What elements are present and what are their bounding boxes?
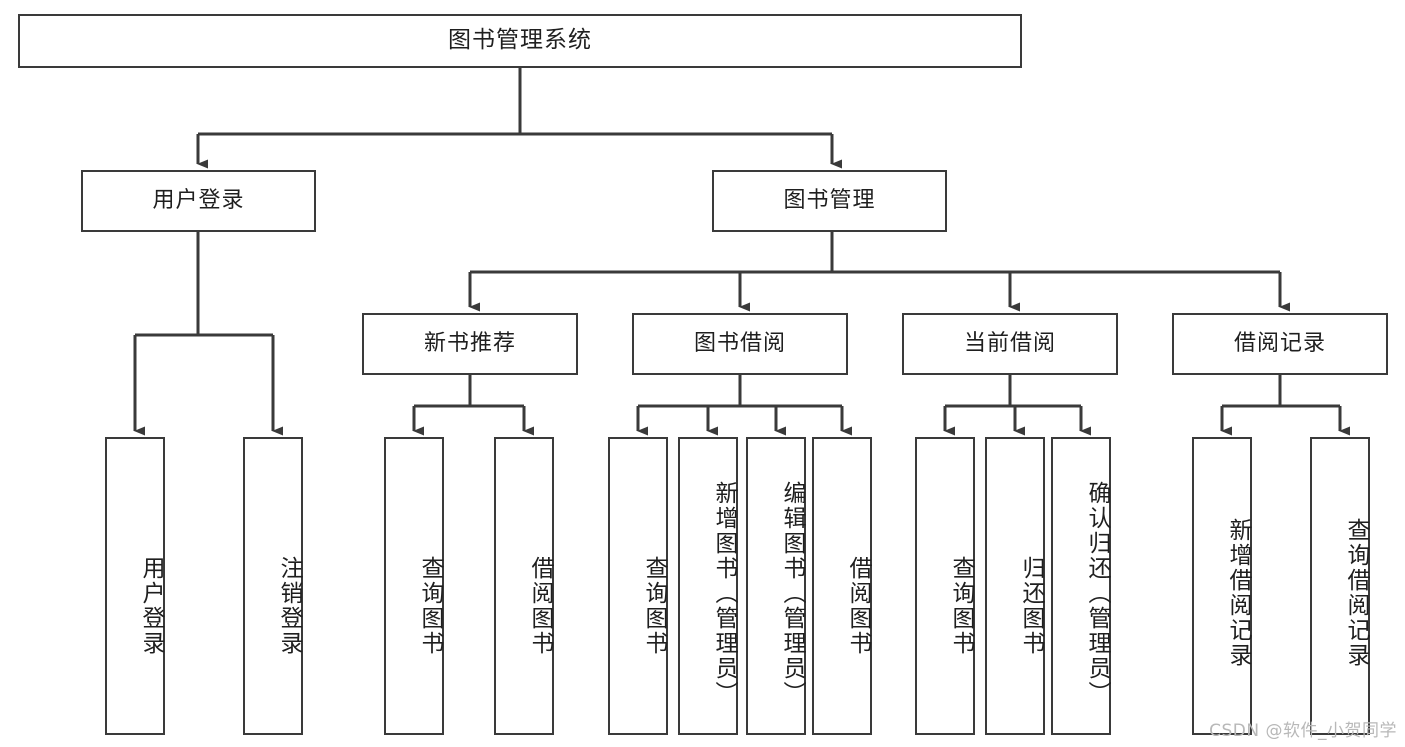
node-label: 查询图书 (417, 556, 443, 656)
leaf-borrow-book-recommend[interactable]: 借阅图书 (494, 437, 554, 735)
node-book-borrow[interactable]: 图书借阅 (632, 313, 848, 375)
node-label: 借阅图书 (845, 556, 871, 656)
node-label: 查询图书 (641, 556, 667, 656)
watermark: CSDN @软件_小贺同学 (1209, 721, 1397, 741)
node-label: 查询图书 (948, 556, 974, 656)
node-label: 新增图书（管理员） (711, 480, 737, 706)
leaf-user-logout[interactable]: 注销登录 (243, 437, 303, 735)
node-label: 新增借阅记录 (1225, 518, 1251, 668)
node-current-borrow[interactable]: 当前借阅 (902, 313, 1118, 375)
node-book-management[interactable]: 图书管理 (712, 170, 947, 232)
node-new-book-recommend[interactable]: 新书推荐 (362, 313, 578, 375)
leaf-borrow-book[interactable]: 借阅图书 (812, 437, 872, 735)
node-label: 确认归还（管理员） (1084, 480, 1110, 706)
node-label: 查询借阅记录 (1343, 518, 1369, 668)
node-label: 用户登录 (138, 556, 164, 656)
node-label: 编辑图书（管理员） (779, 480, 805, 706)
leaf-add-book-admin[interactable]: 新增图书（管理员） (678, 437, 738, 735)
leaf-query-book-borrow[interactable]: 查询图书 (608, 437, 668, 735)
node-label: 注销登录 (276, 556, 302, 656)
leaf-query-book-current[interactable]: 查询图书 (915, 437, 975, 735)
leaf-return-book[interactable]: 归还图书 (985, 437, 1045, 735)
node-label: 借阅图书 (527, 556, 553, 656)
leaf-user-login[interactable]: 用户登录 (105, 437, 165, 735)
node-label: 新书推荐 (423, 330, 516, 356)
node-label: 图书管理系统 (448, 27, 592, 54)
node-label: 归还图书 (1018, 556, 1044, 656)
node-label: 图书管理 (783, 187, 876, 213)
leaf-query-book-recommend[interactable]: 查询图书 (384, 437, 444, 735)
node-borrow-record[interactable]: 借阅记录 (1172, 313, 1388, 375)
leaf-confirm-return-admin[interactable]: 确认归还（管理员） (1051, 437, 1111, 735)
leaf-query-borrow-record[interactable]: 查询借阅记录 (1310, 437, 1370, 735)
node-label: 图书借阅 (693, 330, 786, 356)
leaf-add-borrow-record[interactable]: 新增借阅记录 (1192, 437, 1252, 735)
leaf-edit-book-admin[interactable]: 编辑图书（管理员） (746, 437, 806, 735)
node-label: 借阅记录 (1233, 330, 1326, 356)
node-user-login[interactable]: 用户登录 (81, 170, 316, 232)
node-label: 当前借阅 (963, 330, 1056, 356)
node-label: 用户登录 (152, 187, 245, 213)
node-root-book-management-system[interactable]: 图书管理系统 (18, 14, 1022, 68)
